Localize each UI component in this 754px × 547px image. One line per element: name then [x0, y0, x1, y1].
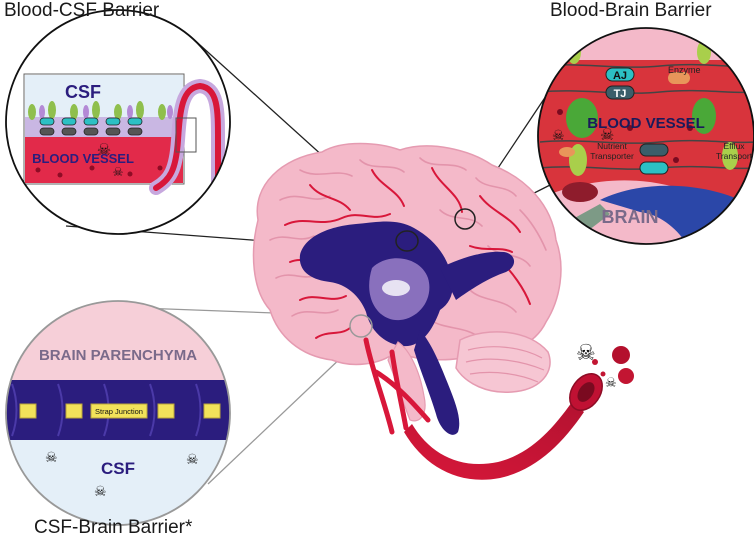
nutrient-label-line1: Nutrient	[597, 141, 627, 151]
strap-junction-label: Strap Junction	[95, 407, 143, 416]
tj-label: TJ	[614, 88, 627, 100]
adherens-junction	[605, 67, 635, 82]
skull-icon: ☠	[552, 127, 565, 143]
blood-cell	[600, 371, 606, 377]
blood-csf-cells	[35, 165, 163, 178]
blood-cell	[612, 346, 630, 364]
blood-csf-junctions	[39, 117, 143, 136]
blood-cell	[592, 359, 598, 365]
blood-csf-vessel-label: BLOOD VESSEL	[32, 151, 134, 166]
title-csf-brain-barrier: CSF-Brain Barrier*	[34, 517, 193, 538]
skull-icon: ☠	[45, 449, 58, 465]
skull-icon: ☠	[113, 165, 124, 179]
villus-zoom-box	[175, 117, 197, 153]
skull-icon: ☠	[605, 375, 617, 390]
zoom-marker-blood-csf	[395, 230, 419, 252]
cerebellum	[455, 331, 551, 393]
vessel-lumen	[577, 382, 595, 402]
skull-icon: ☠	[97, 142, 111, 159]
ventricle-shine	[382, 280, 410, 296]
blood-brain-vessel-label: BLOOD VESSEL	[587, 115, 705, 132]
enzyme-shape	[668, 72, 690, 84]
strap-junction-labelled	[90, 403, 148, 419]
enzyme-label: Enzyme	[668, 65, 701, 75]
nutrient-label-line2: Transporter	[590, 151, 634, 161]
third-ventricle	[440, 251, 515, 300]
title-blood-csf-barrier: Blood-CSF Barrier	[4, 0, 160, 21]
efflux-transporter-shape	[639, 161, 669, 175]
cerebellum-folia	[465, 346, 545, 383]
zoom-marker-blood-brain	[454, 208, 476, 230]
efflux-label-line1: Efflux	[723, 141, 745, 151]
blood-csf-circle-border	[5, 9, 231, 235]
blood-csf-panel: ☠ ☠ CSF BLOOD VESSEL	[5, 9, 231, 235]
csf-brain-csf-label: CSF	[101, 459, 135, 478]
title-blood-brain-barrier: Blood-Brain Barrier	[550, 0, 712, 21]
blood-csf-csf-label: CSF	[65, 82, 101, 102]
tight-junction	[605, 85, 635, 100]
blood-brain-panel: ☠ ☠ AJ TJ Enzyme BLOOD VESSEL Nutrient T…	[537, 27, 754, 245]
skull-icon: ☠	[576, 340, 596, 365]
csf-brain-circle-border	[5, 300, 231, 526]
skull-icon: ☠	[600, 127, 614, 144]
csf-brain-panel: ☠ ☠ ☠ BRAIN PARENCHYMA Strap Junction CS…	[5, 300, 231, 526]
brain-illustration: ☠ ☠	[252, 142, 634, 480]
villus-vessel	[153, 82, 221, 193]
blood-csf-purple-villi	[39, 105, 173, 119]
floating-blood-cells	[592, 346, 634, 384]
efflux-label-line2: Transport	[716, 151, 753, 161]
blood-csf-blood-layer	[25, 137, 183, 183]
large-vessel	[404, 402, 584, 480]
blood-cell	[618, 368, 634, 384]
parenchyma-label: BRAIN PARENCHYMA	[39, 347, 197, 364]
blood-csf-villi	[28, 101, 181, 120]
brain-label: BRAIN	[602, 207, 659, 227]
fourth-ventricle	[414, 330, 460, 435]
blood-brain-circle-border	[537, 27, 754, 245]
skull-icon: ☠	[94, 483, 107, 499]
nutrient-transporter-shape	[639, 143, 669, 157]
skull-icon: ☠	[186, 451, 199, 467]
strap-junctions	[19, 403, 221, 419]
zoom-marker-csf-brain	[349, 314, 373, 338]
aj-label: AJ	[613, 70, 627, 82]
zoom-markers	[349, 208, 476, 338]
main-arteries	[363, 337, 431, 435]
